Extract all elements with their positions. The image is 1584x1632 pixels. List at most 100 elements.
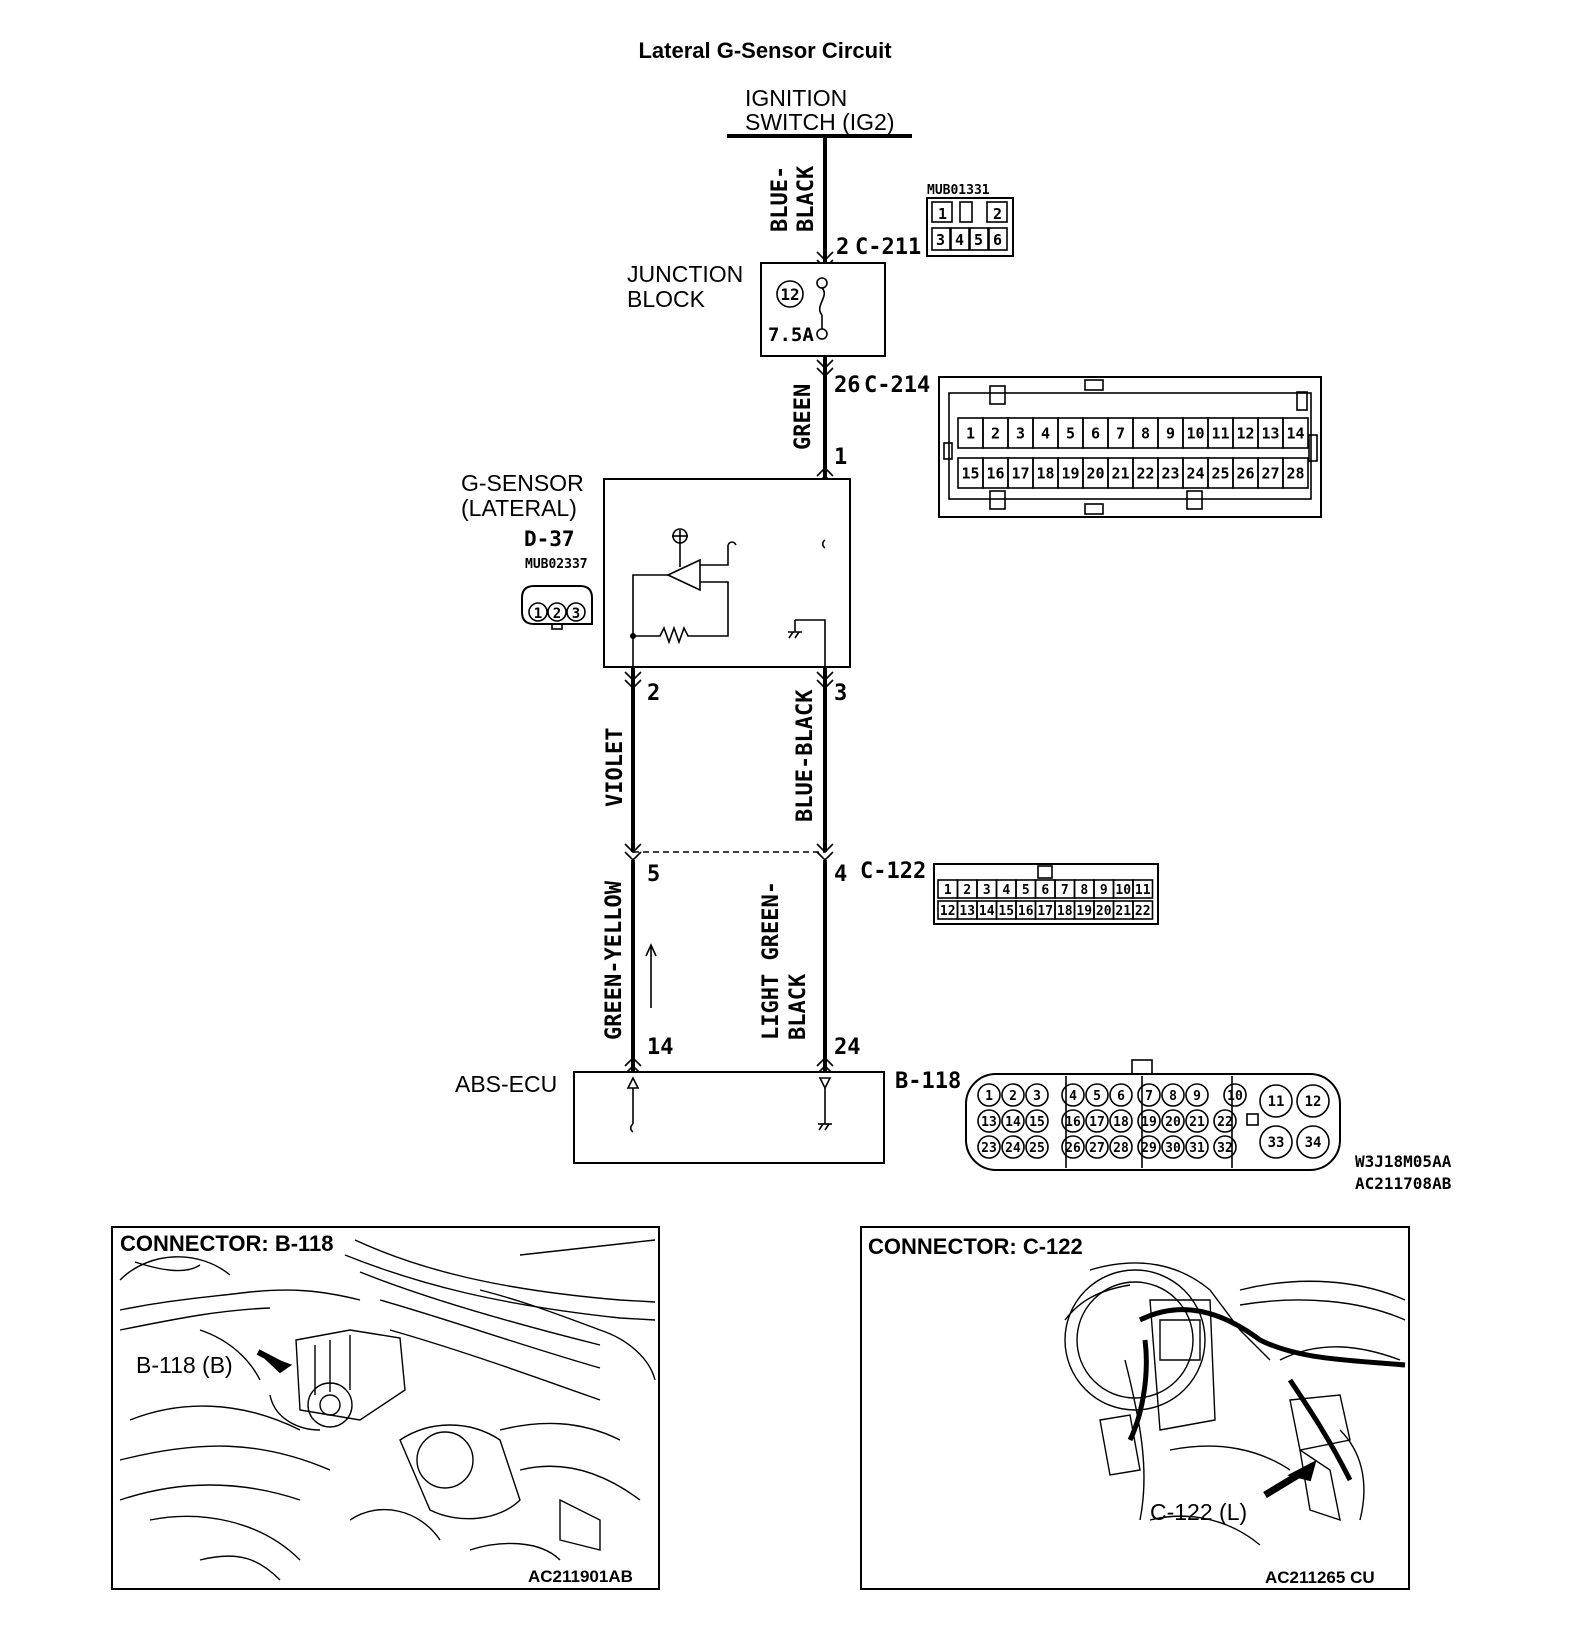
pin-label: 12 — [940, 904, 956, 919]
wire-label-light-green-2: BLACK — [786, 973, 811, 1040]
abs-ecu-box — [573, 1071, 885, 1164]
pin-label: 18 — [1057, 904, 1073, 919]
pin-label: 17 — [1011, 465, 1029, 483]
pin-label: 7 — [1116, 425, 1125, 443]
pin-label: 18 — [1113, 1115, 1129, 1130]
wire-label-violet: VIOLET — [603, 728, 628, 807]
sensor-pin-2: 2 — [647, 681, 660, 706]
d37-pin-2: 2 — [553, 606, 561, 622]
pin-cell — [1109, 1109, 1133, 1133]
pin-label: 18 — [1036, 465, 1054, 483]
dashboard-illustration — [1064, 1262, 1406, 1546]
pin-label: 20 — [1165, 1115, 1181, 1130]
c211-pin-5: 5 — [974, 231, 983, 249]
pin-label: 20 — [1096, 904, 1112, 919]
pin-cell — [977, 1109, 1001, 1133]
pin-label: 28 — [1286, 465, 1304, 483]
c122-pin-left: 5 — [647, 862, 660, 887]
pin-label: 16 — [986, 465, 1004, 483]
wire-blue-black-bottom — [816, 667, 834, 862]
connector-b118-panel: CONNECTOR: B-118 B-118 (B) AC211901AB — [111, 1226, 660, 1590]
pin-label: 27 — [1261, 465, 1279, 483]
pin-cell — [1025, 1083, 1049, 1107]
pin-cell — [1213, 1109, 1237, 1133]
pin-label: 29 — [1141, 1141, 1157, 1156]
ecu-pin-24: 24 — [834, 1035, 861, 1060]
panel-left-callout: B-118 (B) — [136, 1352, 233, 1378]
d37-pin-1: 1 — [534, 606, 542, 622]
c211-pin-6: 6 — [993, 231, 1002, 249]
pin-label: 15 — [961, 465, 979, 483]
c211-connector-icon: MUB01331 1 2 3 4 5 6 — [926, 183, 1014, 257]
sensor-connector-id: D-37 — [524, 527, 575, 551]
sensor-box — [603, 478, 851, 668]
wire-label-light-green-1: LIGHT GREEN- — [759, 881, 784, 1040]
pin-label: 26 — [1065, 1141, 1081, 1156]
pin-label: 24 — [1005, 1141, 1021, 1156]
pin-label: 19 — [1061, 465, 1079, 483]
pin-label: 2 — [963, 883, 971, 898]
pin-cell — [1001, 1135, 1025, 1159]
pin-label: 21 — [1189, 1115, 1205, 1130]
pin-label: 1 — [985, 1089, 993, 1104]
pin-cell — [1213, 1135, 1237, 1159]
c211-pin-label: 2 — [836, 235, 849, 260]
pin-cell — [1296, 1084, 1330, 1118]
pin-label: 4 — [1002, 883, 1010, 898]
fuse-icon — [816, 277, 828, 340]
pin-label: 22 — [1217, 1115, 1233, 1130]
ignition-label-line2: SWITCH (IG2) — [745, 109, 895, 135]
sensor-pin-1: 1 — [834, 445, 847, 470]
pin-label: 22 — [1136, 465, 1154, 483]
pin-label: 23 — [981, 1141, 997, 1156]
pin-label: 2 — [991, 425, 1000, 443]
pin-label: 13 — [959, 904, 975, 919]
wire-blue-black-top — [816, 136, 834, 270]
pin-label: 5 — [1093, 1089, 1101, 1104]
pin-label: 26 — [1236, 465, 1254, 483]
panel-left-title: CONNECTOR: B-118 — [120, 1231, 334, 1256]
pin-label: 17 — [1089, 1115, 1105, 1130]
sensor-connector-code: MUB02337 — [525, 557, 588, 572]
pin-cell — [1259, 1084, 1293, 1118]
pin-label: 15 — [998, 904, 1014, 919]
pin-label: 1 — [944, 883, 952, 898]
pin-label: 9 — [1166, 425, 1175, 443]
pin-label: 13 — [1261, 425, 1279, 443]
pin-label: 17 — [1037, 904, 1053, 919]
pin-label: 22 — [1135, 904, 1151, 919]
pin-label: 11 — [1211, 425, 1229, 443]
pin-cell — [1109, 1083, 1133, 1107]
c211-pin-3: 3 — [936, 231, 945, 249]
abs-ecu-label: ABS-ECU — [455, 1071, 557, 1097]
sensor-label-line2: (LATERAL) — [461, 495, 577, 521]
junction-block-line1: JUNCTION — [627, 261, 743, 287]
pin-cell — [1161, 1135, 1185, 1159]
pin-label: 21 — [1115, 904, 1131, 919]
pin-cell — [1185, 1109, 1209, 1133]
diagram-title: Lateral G-Sensor Circuit — [638, 38, 892, 63]
pin-cell — [1001, 1083, 1025, 1107]
ecu-internal-symbols — [626, 1076, 832, 1133]
pin-cell — [977, 1083, 1001, 1107]
pin-cell — [1085, 1135, 1109, 1159]
c214-label: C-214 — [864, 373, 930, 398]
pin-label: 16 — [1018, 904, 1034, 919]
pin-label: 4 — [1069, 1089, 1077, 1104]
pin-cell — [1061, 1135, 1085, 1159]
pin-label: 7 — [1145, 1089, 1153, 1104]
engine-bay-illustration — [119, 1239, 656, 1581]
pin-label: 8 — [1080, 883, 1088, 898]
pin-label: 16 — [1065, 1115, 1081, 1130]
pin-cell — [1085, 1083, 1109, 1107]
pin-label: 14 — [979, 904, 995, 919]
panel-right-code: AC211265 CU — [1265, 1568, 1375, 1587]
pin-label: 23 — [1161, 465, 1179, 483]
pin-label: 12 — [1236, 425, 1254, 443]
pin-cell — [977, 1135, 1001, 1159]
pin-cell — [1132, 879, 1154, 899]
